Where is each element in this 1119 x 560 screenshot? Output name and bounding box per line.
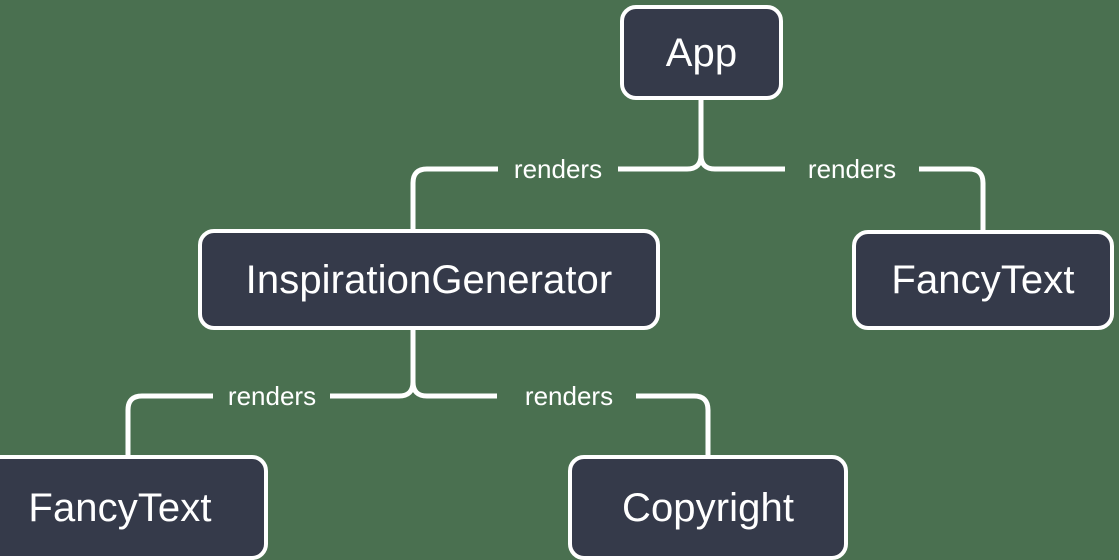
node-inspiration-generator-label: InspirationGenerator xyxy=(245,257,613,302)
node-inspiration-generator[interactable]: InspirationGenerator xyxy=(198,229,660,330)
node-app[interactable]: App xyxy=(620,5,783,100)
edge-app-stem-right xyxy=(698,100,785,172)
edge-label-inspiration-generator-to-copyright: renders xyxy=(524,381,614,411)
edge-inspiration-stem-right xyxy=(410,330,497,399)
node-fancytext-bottom-label: FancyText xyxy=(28,485,212,530)
edge-inspiration-to-copyright xyxy=(636,393,711,455)
node-fancytext-right-label: FancyText xyxy=(891,258,1075,302)
node-copyright-label: Copyright xyxy=(621,485,795,530)
node-fancytext-bottom[interactable]: FancyText xyxy=(0,455,268,560)
node-fancytext-right[interactable]: FancyText xyxy=(852,230,1114,330)
edge-label-app-to-fancytext-right: renders xyxy=(807,154,897,184)
node-copyright[interactable]: Copyright xyxy=(568,455,848,560)
node-app-label: App xyxy=(665,30,738,75)
edge-app-to-fancytext-right xyxy=(919,166,986,230)
edge-label-app-to-inspiration-generator: renders xyxy=(513,154,603,184)
edge-inspiration-to-fancytext-bottom xyxy=(125,393,213,455)
edge-app-to-inspiration xyxy=(410,166,498,229)
edge-app-stem xyxy=(618,100,704,172)
edge-label-inspiration-generator-to-fancytext-bottom: renders xyxy=(227,381,317,411)
edge-inspiration-stem-left xyxy=(330,330,416,399)
